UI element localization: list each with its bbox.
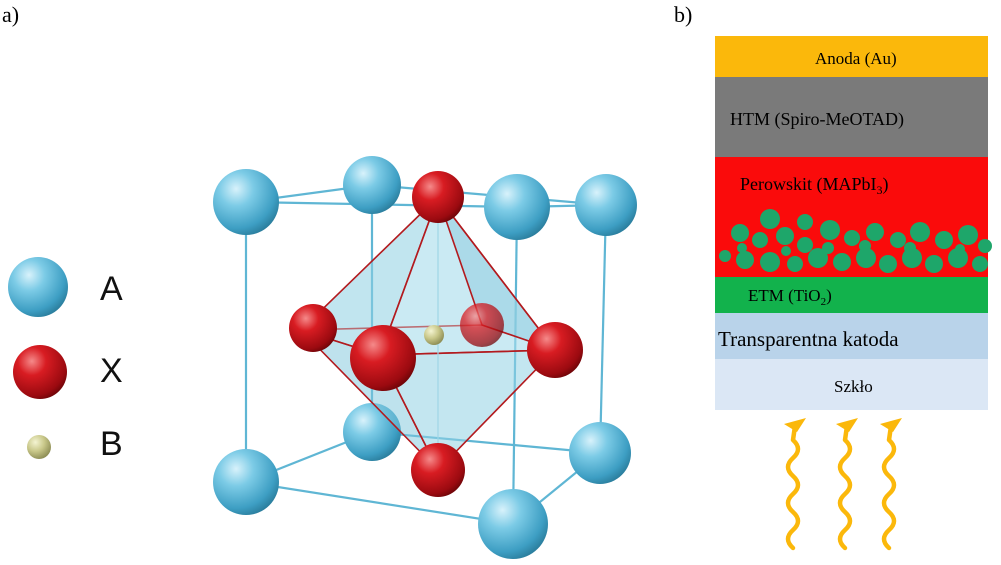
light-arrowheads (784, 418, 902, 432)
legend-label-b: B (100, 425, 123, 463)
sphere-x-top (412, 171, 464, 223)
light-arrow-1 (785, 423, 801, 551)
sphere-x-front (350, 325, 416, 391)
sphere-a-front-top-left (213, 169, 279, 235)
light-arrow-3 (881, 423, 897, 551)
legend-sphere-b (27, 435, 51, 459)
light-arrow-2 (837, 423, 853, 551)
sphere-a-front-top-right (484, 174, 550, 240)
sphere-a-front-bottom-right (478, 489, 548, 559)
label-glass: Szkło (834, 377, 873, 396)
sphere-a-back-top-left (343, 156, 401, 214)
label-htm: HTM (Spiro-MeOTAD) (730, 109, 904, 130)
sphere-x-bottom (411, 443, 465, 497)
sphere-x-left (289, 304, 337, 352)
legend-label-x: X (100, 352, 123, 390)
legend-label-a: A (100, 270, 123, 308)
legend-sphere-a (8, 257, 68, 317)
layer-anode (715, 36, 988, 77)
layer-etm (715, 277, 988, 313)
panel-a-label: a) (2, 2, 20, 27)
label-etm: ETM (TiO2) (748, 286, 832, 308)
layer-htm (715, 77, 988, 157)
sphere-a-front-bottom-left (213, 449, 279, 515)
label-cathode: Transparentna katoda (718, 327, 899, 351)
legend-sphere-x (13, 345, 67, 399)
sphere-x-right (527, 322, 583, 378)
label-perovskite: Perowskit (MAPbI3) (740, 174, 889, 197)
sphere-b-center (424, 325, 444, 345)
perovskite-grains (719, 209, 992, 273)
layer-cathode (715, 313, 988, 359)
sphere-a-back-top-right (575, 174, 637, 236)
sphere-a-back-bottom-right (569, 422, 631, 484)
light-arrows (785, 423, 897, 551)
label-anode: Anoda (Au) (815, 49, 897, 68)
panel-b-label: b) (674, 2, 693, 27)
sphere-x-back (460, 303, 504, 347)
octahedron (299, 195, 558, 472)
layer-glass (715, 359, 988, 410)
